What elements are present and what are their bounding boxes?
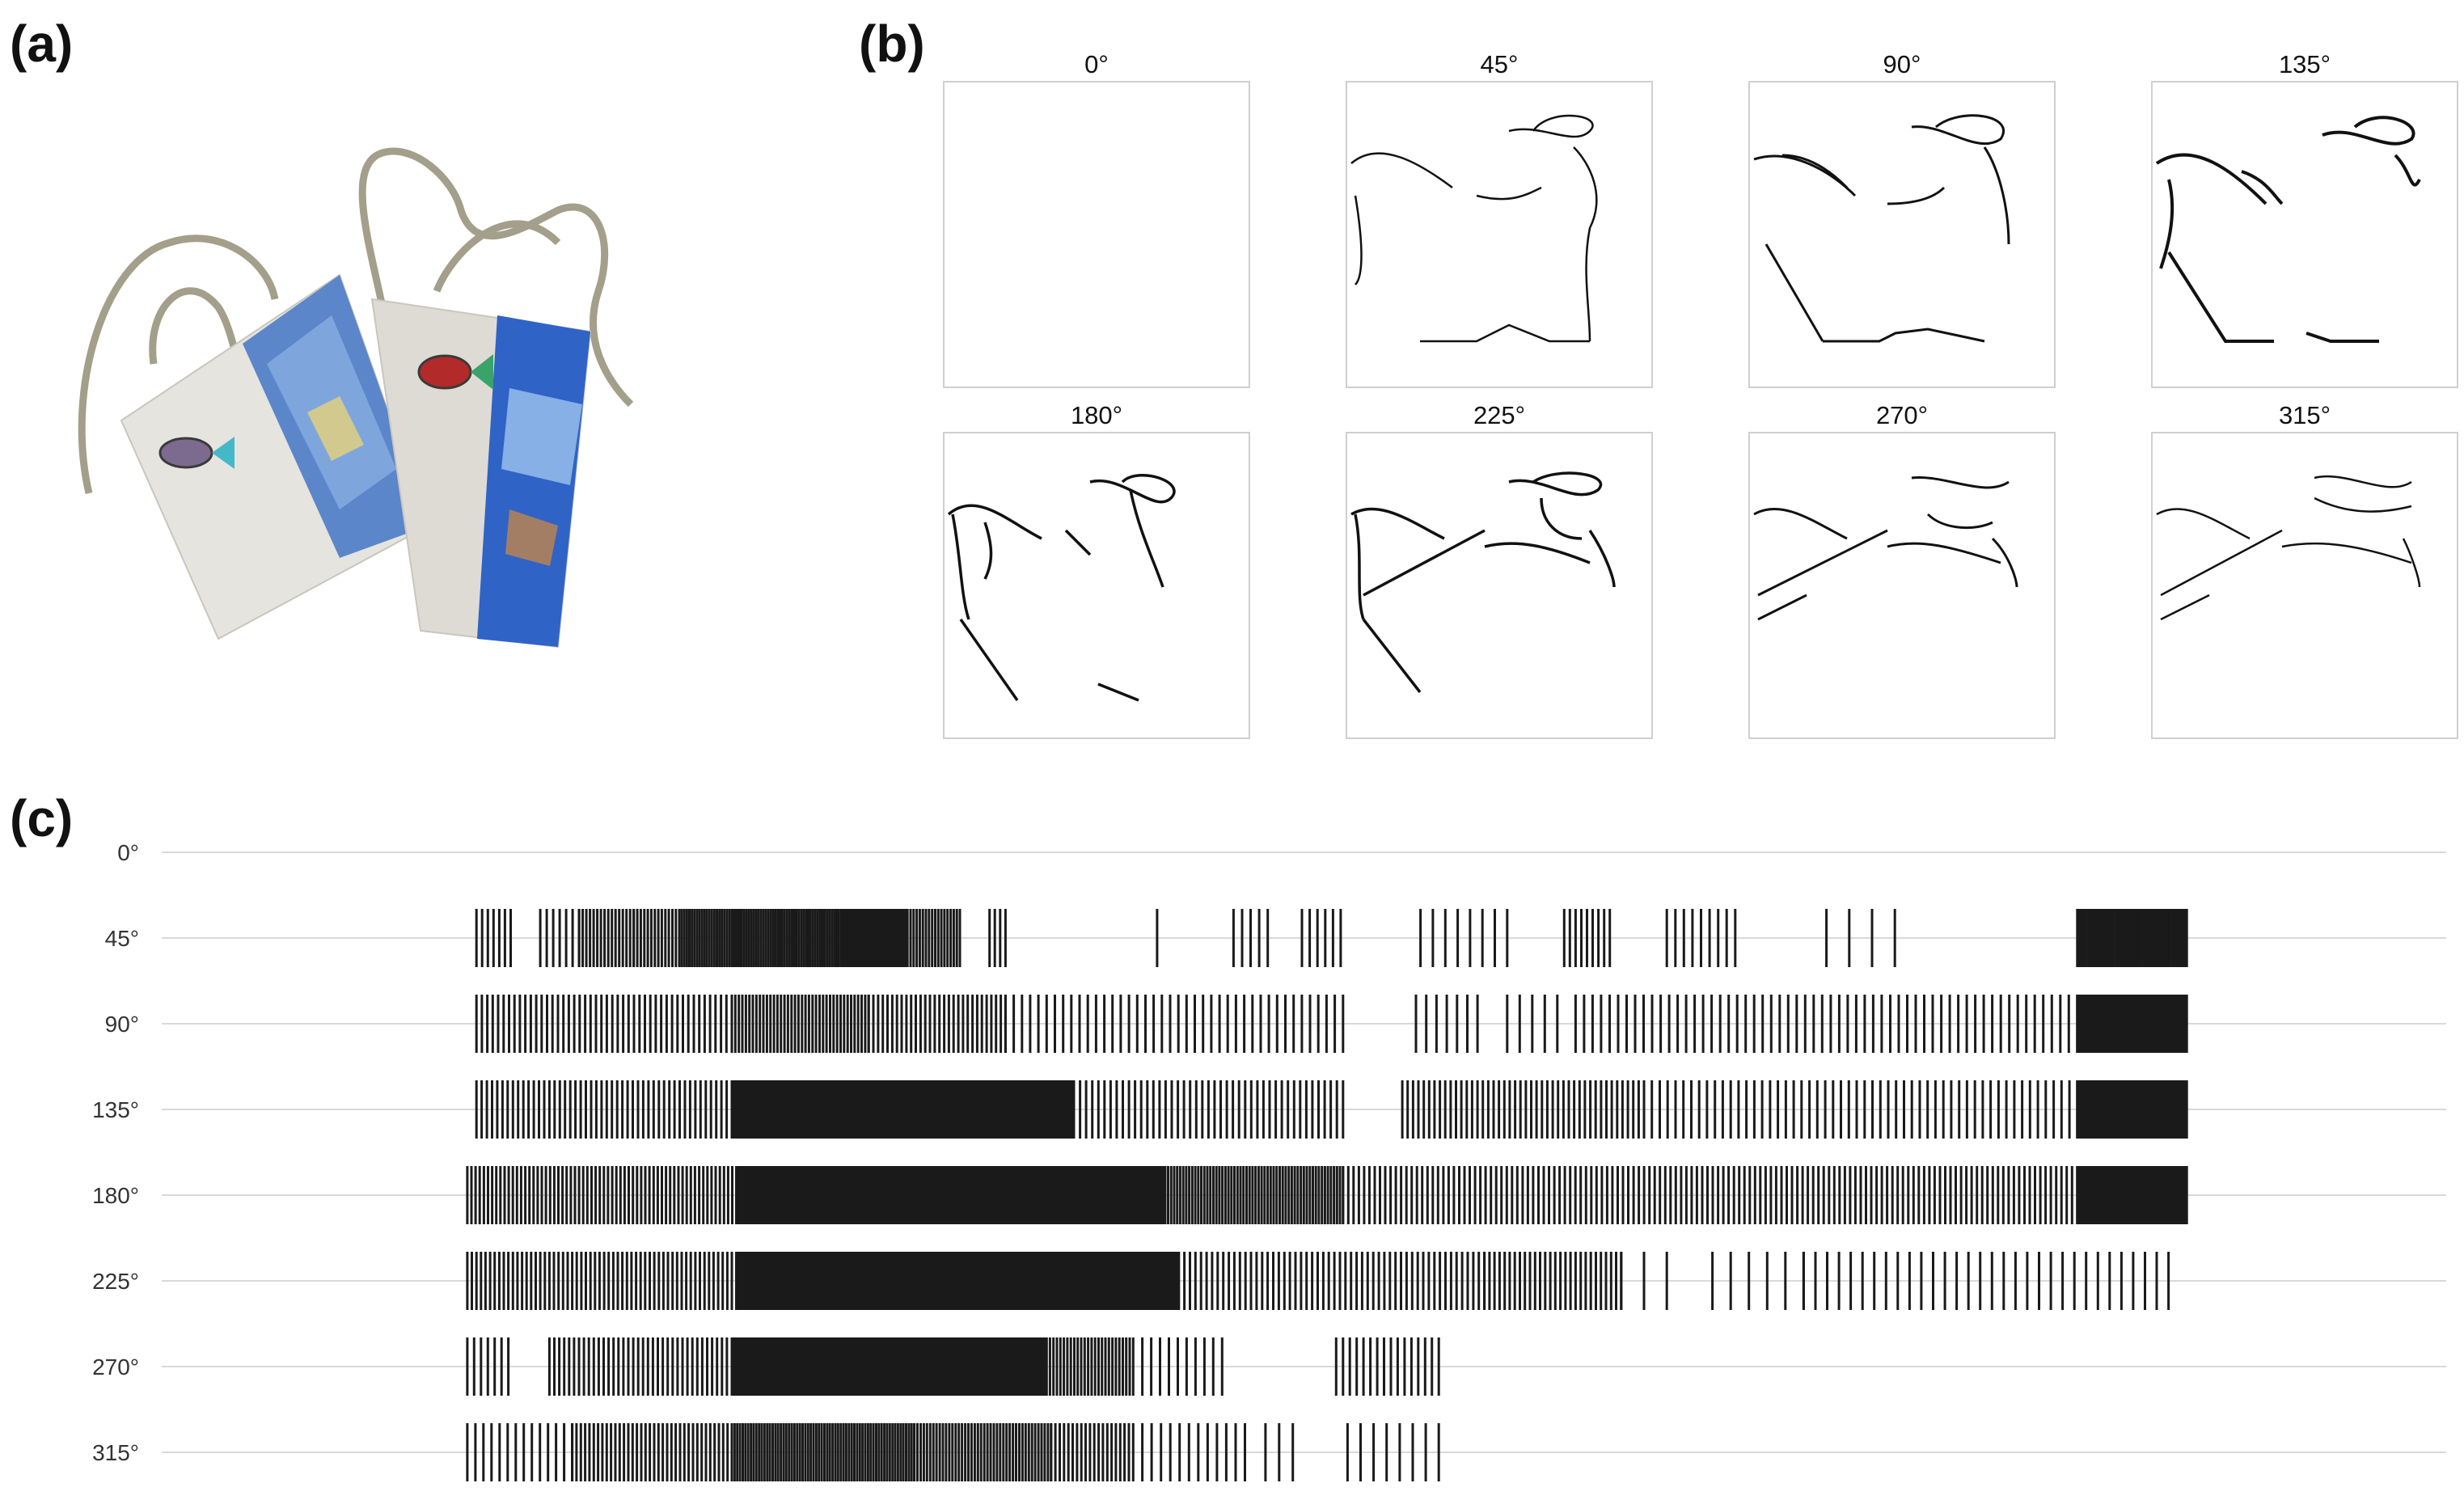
edge-map-title-180: 180° [1070,401,1123,429]
row-label: 0° [117,840,139,865]
row-label: 135° [92,1097,139,1122]
panel-label-a: (a) [10,15,74,73]
edge-map-90 [1748,81,2056,388]
spike-train [475,1080,2188,1139]
edge-map-270 [1748,432,2056,739]
spike-train [466,1423,1440,1481]
panel-label-c: (c) [10,789,74,847]
edge-map-title-135: 135° [2278,50,2331,78]
row-label: 315° [92,1440,139,1465]
row-label: 45° [105,926,139,951]
spike-raster-chart: 0° 45° 90° 135° 180° 225° 270° 315° [92,840,2446,1481]
edge-map-title-45: 45° [1480,50,1519,78]
edge-map-315 [2151,432,2458,739]
edge-map-title-0: 0° [1084,50,1109,78]
spike-train [475,909,2188,967]
spike-train [466,1252,2170,1310]
row-label: 90° [105,1012,139,1037]
edge-map-225 [1346,432,1653,739]
row-label: 270° [92,1354,139,1380]
edge-map-title-225: 225° [1473,401,1526,429]
panel-label-b: (b) [859,15,925,73]
bags-photo [73,146,655,663]
edge-map-0 [943,81,1250,388]
edge-map-title-315: 315° [2278,401,2331,429]
edge-map-135 [2151,81,2458,388]
spike-train [466,1166,2188,1224]
edge-map-title-90: 90° [1883,50,1921,78]
row-label: 180° [92,1183,139,1208]
spike-train [466,1337,1440,1396]
row-label: 225° [92,1269,139,1294]
bags-photo-drawing [78,147,634,649]
edge-map-title-270: 270° [1875,401,1929,429]
edge-map-45 [1346,81,1653,388]
spike-train [475,995,2188,1053]
edge-map-180 [943,432,1250,739]
